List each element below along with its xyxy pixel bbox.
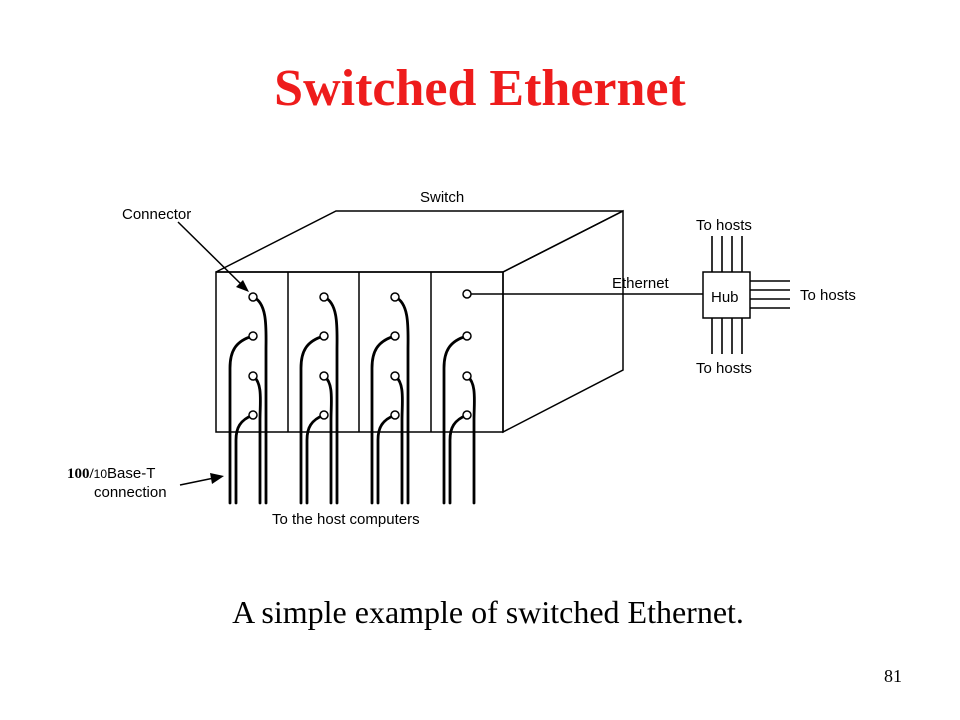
connector-arrow	[177, 221, 249, 292]
ethernet-label: Ethernet	[612, 275, 670, 292]
page-number: 81	[884, 666, 902, 686]
connector-label: Connector	[122, 206, 191, 223]
host-cables	[228, 295, 476, 505]
slide-title: Switched Ethernet	[274, 60, 686, 117]
base-t-10: 10	[94, 467, 108, 481]
to-host-computers-label: To the host computers	[272, 511, 420, 528]
switch-label: Switch	[420, 189, 464, 206]
to-hosts-top-label: To hosts	[696, 217, 752, 234]
slide-caption: A simple example of switched Ethernet.	[232, 594, 744, 630]
switch-box	[215, 209, 624, 434]
base-t-100: 100	[67, 466, 90, 482]
base-t-suffix: Base-T	[107, 465, 155, 482]
to-hosts-right-label: To hosts	[800, 287, 856, 304]
base-t-arrow	[179, 473, 224, 486]
connector-ports	[248, 289, 472, 420]
connection-label: connection	[94, 484, 167, 501]
base-t-slash: /	[89, 466, 95, 482]
hub	[702, 236, 790, 354]
to-hosts-bottom-label: To hosts	[696, 360, 752, 377]
base-t-label: 100/10Base-T	[67, 465, 155, 482]
hub-label: Hub	[711, 289, 739, 306]
